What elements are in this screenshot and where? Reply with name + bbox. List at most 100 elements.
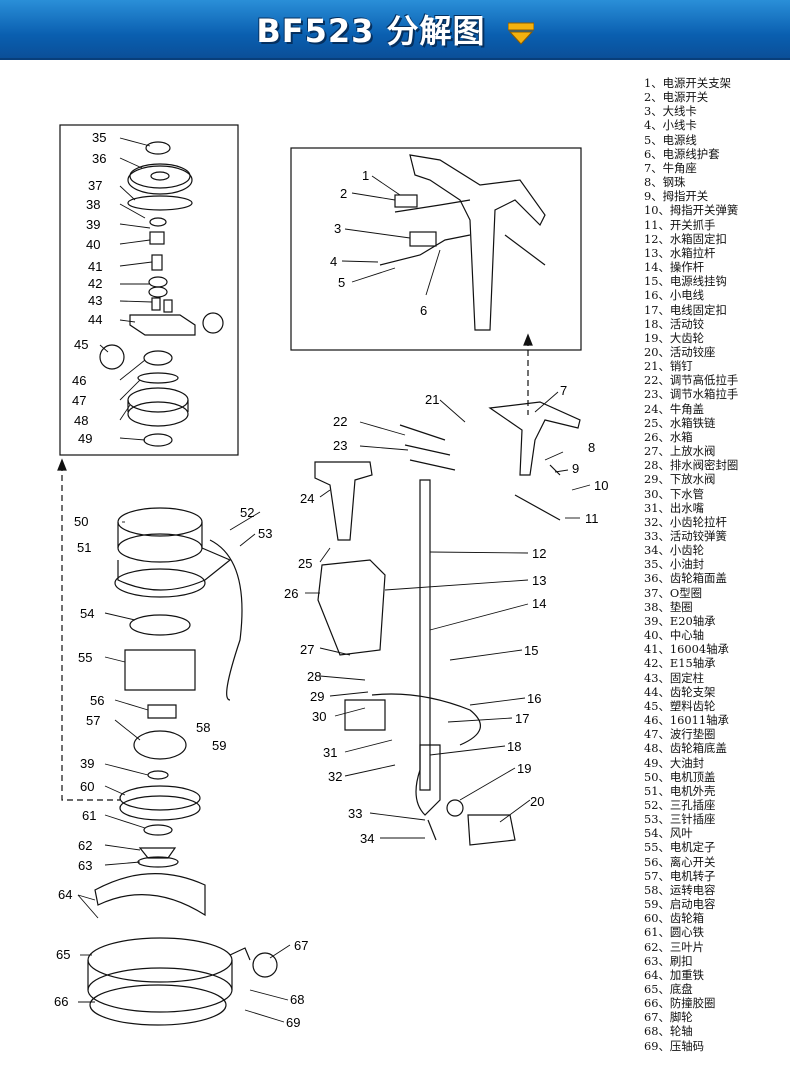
parts-list-item: 15、电源线挂钩 <box>644 274 727 289</box>
callout-label: 23 <box>333 438 347 453</box>
callout-label: 22 <box>333 414 347 429</box>
down-arrow-icon <box>507 22 534 45</box>
callout-label: 20 <box>530 794 544 809</box>
page-title: BF523 分解图 <box>0 6 790 52</box>
callout-label: 28 <box>307 669 321 684</box>
callout-label: 9 <box>572 461 579 476</box>
motor-assembly-drawing <box>87 507 278 1026</box>
parts-list-item: 60、齿轮箱 <box>644 911 705 926</box>
callout-label: 32 <box>328 769 342 784</box>
callout-label: 24 <box>300 491 314 506</box>
callout-label: 1 <box>362 168 369 183</box>
callout-label: 2 <box>340 186 347 201</box>
callout-label: 29 <box>310 689 324 704</box>
parts-list-item: 13、水箱拉杆 <box>644 245 716 260</box>
parts-list-item: 1、电源开关支架 <box>644 76 731 90</box>
callout-label: 3 <box>334 221 341 236</box>
parts-list-item: 37、O型圈 <box>644 585 703 600</box>
parts-list-item: 28、排水阀密封圈 <box>644 458 739 473</box>
callout-labels: 35 36 37 38 39 40 41 42 43 44 45 46 47 4… <box>54 130 608 1030</box>
parts-list-item: 31、出水嘴 <box>644 500 705 515</box>
parts-list-item: 62、三叶片 <box>644 939 705 954</box>
callout-label: 43 <box>88 293 102 308</box>
parts-list-item: 67、脚轮 <box>644 1010 693 1025</box>
callout-label: 47 <box>72 393 86 408</box>
parts-list-item: 27、上放水阀 <box>644 444 716 459</box>
up-arrow-icon <box>57 458 67 471</box>
callout-label: 41 <box>88 259 102 274</box>
callout-label: 21 <box>425 392 439 407</box>
parts-list-item: 32、小齿轮拉杆 <box>644 514 727 529</box>
callout-label: 16 <box>527 691 541 706</box>
parts-list-item: 17、电线固定扣 <box>644 302 727 317</box>
callout-label: 66 <box>54 994 68 1009</box>
callout-label: 46 <box>72 373 86 388</box>
parts-list-item: 49、大油封 <box>644 755 705 770</box>
parts-list-item: 4、小线卡 <box>644 118 697 133</box>
callout-label: 31 <box>323 745 337 760</box>
callout-label: 40 <box>86 237 100 252</box>
callout-label: 8 <box>588 440 595 455</box>
parts-list-item: 39、E20轴承 <box>644 613 716 628</box>
parts-list-item: 11、开关抓手 <box>644 217 716 232</box>
title-banner: BF523 分解图 <box>0 0 790 60</box>
parts-list-item: 64、加重铁 <box>644 967 705 982</box>
parts-list-item: 8、钢珠 <box>644 175 686 190</box>
parts-list-item: 44、齿轮支架 <box>644 684 716 699</box>
callout-label: 33 <box>348 806 362 821</box>
switch-inset-frame <box>290 147 582 351</box>
parts-list-item: 61、圆心铁 <box>644 925 705 940</box>
parts-list-item: 55、电机定子 <box>644 840 716 855</box>
parts-list-item: 16、小电线 <box>644 288 705 303</box>
callout-label: 60 <box>80 779 94 794</box>
gearbox-inset-frame <box>59 124 239 456</box>
parts-list-item: 20、活动铰座 <box>644 344 716 359</box>
exploded-diagram: 35 36 37 38 39 40 41 42 43 44 45 46 47 4… <box>54 124 608 1030</box>
callout-label: 58 <box>196 720 210 735</box>
parts-list-item: 54、风叶 <box>644 826 693 841</box>
callout-label: 65 <box>56 947 70 962</box>
callout-label: 38 <box>86 197 100 212</box>
parts-list-item: 66、防撞胶圈 <box>644 996 716 1011</box>
callout-label: 25 <box>298 556 312 571</box>
parts-list-item: 14、操作杆 <box>644 260 705 275</box>
callout-label: 68 <box>290 992 304 1007</box>
parts-list-item: 42、E15轴承 <box>644 656 716 671</box>
callout-label: 14 <box>532 596 546 611</box>
handle-assembly-drawing <box>314 401 581 846</box>
parts-list-item: 45、塑料齿轮 <box>644 698 716 713</box>
parts-list-item: 58、运转电容 <box>644 882 716 897</box>
parts-list-item: 38、垫圈 <box>644 599 693 614</box>
parts-list-item: 50、电机顶盖 <box>644 769 716 784</box>
parts-list-item: 2、电源开关 <box>644 90 709 105</box>
parts-list-item: 23、调节水箱拉手 <box>644 387 739 402</box>
parts-list-item: 35、小油封 <box>644 557 705 572</box>
callout-label: 36 <box>92 151 106 166</box>
callout-label: 30 <box>312 709 326 724</box>
parts-list-item: 22、调节高低拉手 <box>644 373 739 388</box>
callout-label: 50 <box>74 514 88 529</box>
callout-label: 39 <box>86 217 100 232</box>
callout-label: 26 <box>284 586 298 601</box>
callout-label: 39 <box>80 756 94 771</box>
callout-label: 56 <box>90 693 104 708</box>
callout-label: 18 <box>507 739 521 754</box>
parts-list-item: 29、下放水阀 <box>644 472 716 487</box>
callout-label: 12 <box>532 546 546 561</box>
callout-label: 27 <box>300 642 314 657</box>
parts-list-item: 57、电机转子 <box>644 868 716 883</box>
parts-list-item: 65、底盘 <box>644 982 693 996</box>
switch-parts-drawing <box>379 154 546 331</box>
leader-lines <box>77 137 591 1023</box>
callout-label: 5 <box>338 275 345 290</box>
callout-label: 13 <box>532 573 546 588</box>
callout-label: 11 <box>585 511 599 526</box>
parts-list-item: 10、拇指开关弹簧 <box>644 203 739 218</box>
callout-label: 64 <box>58 887 72 902</box>
parts-list-item: 36、齿轮箱面盖 <box>644 571 727 586</box>
parts-list-item: 52、三孔插座 <box>644 797 716 812</box>
callout-label: 4 <box>330 254 337 269</box>
callout-label: 49 <box>78 431 92 446</box>
callout-label: 17 <box>515 711 529 726</box>
